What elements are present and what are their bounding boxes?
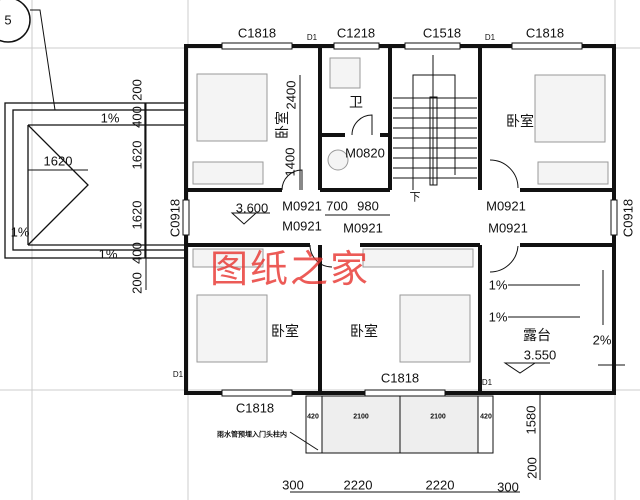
dimension: 1620 bbox=[129, 200, 145, 230]
door-swings bbox=[281, 114, 519, 273]
room-bedroom: 卧室 bbox=[350, 324, 378, 340]
dimension: 1620 bbox=[129, 140, 145, 170]
dimension-lines bbox=[28, 75, 541, 493]
window-label: C1218 bbox=[336, 25, 376, 41]
slope-label: 1% bbox=[10, 224, 30, 240]
slope-label: 1% bbox=[488, 277, 508, 293]
slope-label: 1% bbox=[100, 110, 120, 126]
window-label: C1818 bbox=[525, 25, 565, 41]
marker-d1: D1 bbox=[484, 33, 496, 42]
dimension: 2100 bbox=[430, 413, 446, 421]
door-label: M0921 bbox=[488, 220, 528, 236]
dimension: 2220 bbox=[425, 477, 455, 493]
marker-d1: D1 bbox=[306, 33, 318, 42]
elevation-label: 3.550 bbox=[523, 347, 557, 363]
marker-d1: D1 bbox=[481, 378, 493, 387]
axis-bubble bbox=[0, 0, 31, 43]
slope-label: 1% bbox=[488, 309, 508, 325]
room-bedroom: 卧室 bbox=[271, 324, 299, 340]
axis-label: 5 bbox=[4, 12, 12, 28]
window-label: C0918 bbox=[620, 198, 636, 238]
dimension: 300 bbox=[282, 477, 304, 493]
stair-down-label: 下 bbox=[409, 190, 421, 204]
dimension: 400 bbox=[129, 242, 145, 264]
dimension: 1400 bbox=[282, 147, 298, 177]
room-bedroom: 卧室 bbox=[275, 111, 291, 139]
window-label: C1518 bbox=[422, 25, 462, 41]
door-label: M0921 bbox=[282, 198, 322, 214]
room-bedroom: 卧室 bbox=[506, 114, 534, 130]
slope-label: 2% bbox=[592, 332, 612, 348]
window-label: C0918 bbox=[167, 198, 183, 238]
window-label: C1818 bbox=[380, 370, 420, 386]
dimension: 2400 bbox=[283, 80, 299, 110]
dimension: 300 bbox=[497, 479, 519, 495]
dimension: 2100 bbox=[353, 413, 369, 421]
dimension: 420 bbox=[480, 413, 492, 421]
door-label: M0921 bbox=[343, 220, 383, 236]
elevation-label: 3.600 bbox=[235, 200, 269, 216]
staircase bbox=[393, 55, 477, 190]
door-label: M0820 bbox=[345, 145, 385, 161]
dimension: 980 bbox=[357, 198, 379, 214]
dimension: 1620 bbox=[43, 153, 73, 169]
watermark: 图纸之家 bbox=[210, 247, 371, 291]
dimension: 1580 bbox=[523, 405, 539, 435]
dimension: 400 bbox=[129, 106, 145, 128]
dimension: 700 bbox=[326, 198, 348, 214]
dimension: 200 bbox=[129, 79, 145, 101]
furniture bbox=[192, 57, 609, 363]
door-label: M0921 bbox=[486, 198, 526, 214]
porch bbox=[305, 395, 494, 454]
dimension: 200 bbox=[129, 272, 145, 294]
window-label: C1818 bbox=[237, 25, 277, 41]
dimension: 200 bbox=[524, 457, 540, 479]
downpipe-note: 雨水管预埋入门头柱内 bbox=[217, 430, 287, 439]
room-terrace: 露台 bbox=[523, 328, 551, 344]
dimension: 2220 bbox=[343, 477, 373, 493]
dimension: 420 bbox=[307, 413, 319, 421]
window-label: C1818 bbox=[235, 400, 275, 416]
windows-openings bbox=[182, 42, 618, 397]
door-label: M0921 bbox=[282, 218, 322, 234]
room-bathroom: 卫 bbox=[349, 95, 363, 111]
marker-d1: D1 bbox=[172, 370, 184, 379]
terrace-marks bbox=[230, 212, 625, 374]
slope-label: 1% bbox=[98, 246, 118, 262]
